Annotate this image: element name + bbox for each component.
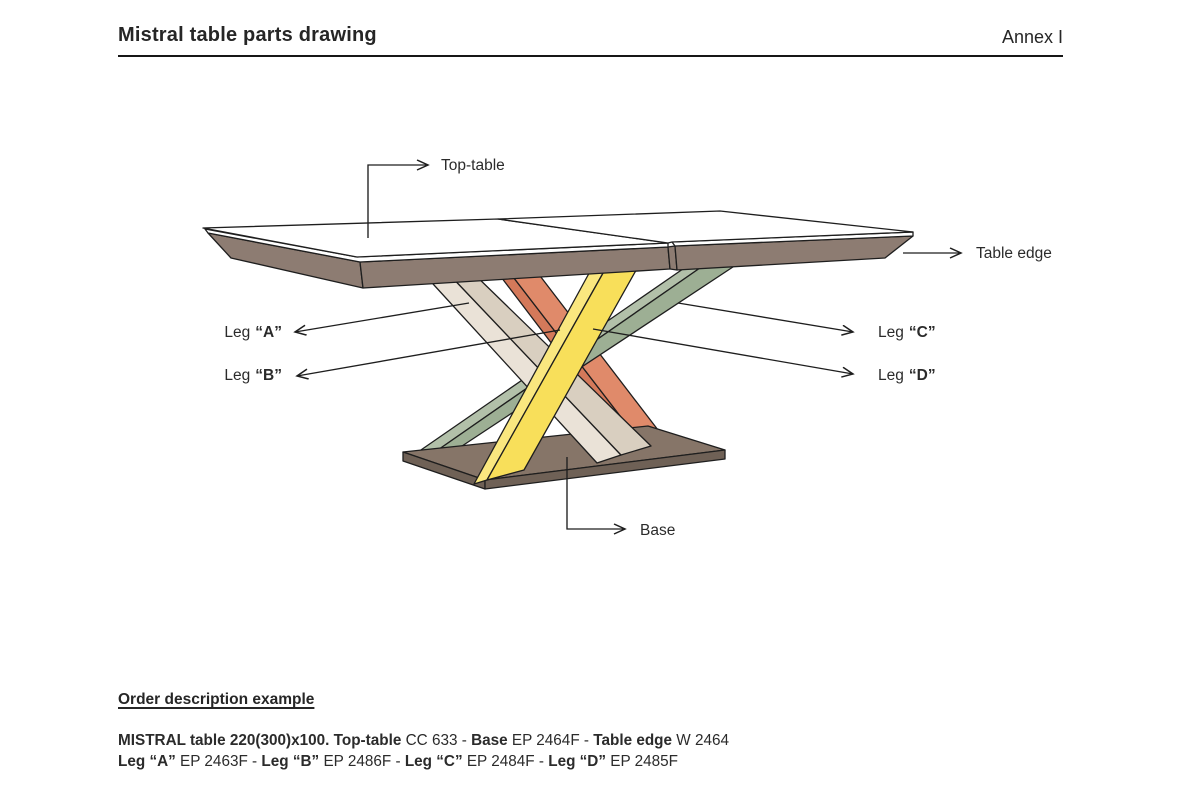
- top-table-arrow: [367, 165, 428, 238]
- text-segment: Leg “B”: [261, 753, 324, 770]
- base-plate-front-face: [484, 449, 726, 490]
- header-divider: [118, 55, 1063, 57]
- leg-a-label: Leg“A”: [170, 324, 282, 342]
- text-segment: EP 2484F -: [466, 753, 549, 770]
- text-segment: Leg “C”: [404, 753, 467, 770]
- text-segment: Leg “A”: [118, 753, 181, 770]
- page-title: Mistral table parts drawing: [118, 24, 377, 46]
- annex-label: Annex I: [1001, 27, 1063, 47]
- leg-d-arrow: [592, 328, 853, 374]
- leg-b-label-prefix: Leg: [224, 367, 251, 384]
- leg-c-arrow: [677, 302, 853, 332]
- leg-a-label-prefix: Leg: [224, 324, 251, 341]
- text-segment: Table edge: [593, 732, 673, 749]
- text-segment: CC 633 -: [405, 732, 472, 749]
- table-edge-label: Table edge: [976, 245, 1052, 262]
- leg-c-label: Leg“C”: [878, 324, 936, 342]
- leg-b-label-name: “B”: [255, 367, 282, 384]
- leg-d-label-prefix: Leg: [878, 367, 904, 384]
- leg-a-arrow: [295, 302, 470, 332]
- top-table-label: Top-table: [441, 157, 505, 174]
- leg-a-label-name: “A”: [255, 324, 282, 341]
- leg-c-label-prefix: Leg: [878, 324, 904, 341]
- order-example-heading: Order description example: [118, 691, 315, 708]
- leg-d-label-name: “D”: [908, 367, 936, 384]
- base-label: Base: [640, 522, 676, 539]
- top-table-right-panel: [497, 210, 914, 244]
- text-segment: W 2464: [672, 732, 730, 749]
- text-segment: EP 2464F -: [507, 732, 594, 749]
- leg-b-arrow: [297, 329, 561, 376]
- text-segment: Leg “D”: [548, 753, 611, 770]
- text-segment: EP 2485F: [610, 753, 679, 770]
- order-example-line-2: Leg “A” EP 2463F - Leg “B” EP 2486F - Le…: [118, 753, 678, 771]
- base-arrow: [566, 457, 625, 529]
- leg-c-label-name: “C”: [908, 324, 936, 341]
- text-segment: MISTRAL table 220(300)x100. Top-table: [118, 732, 406, 749]
- order-example-line-1: MISTRAL table 220(300)x100. Top-table CC…: [118, 732, 729, 750]
- leg-b-label: Leg“B”: [170, 367, 282, 385]
- text-segment: Base: [471, 732, 508, 749]
- text-segment: EP 2486F -: [323, 753, 405, 770]
- leg-d-label: Leg“D”: [878, 367, 936, 385]
- text-segment: EP 2463F -: [180, 753, 262, 770]
